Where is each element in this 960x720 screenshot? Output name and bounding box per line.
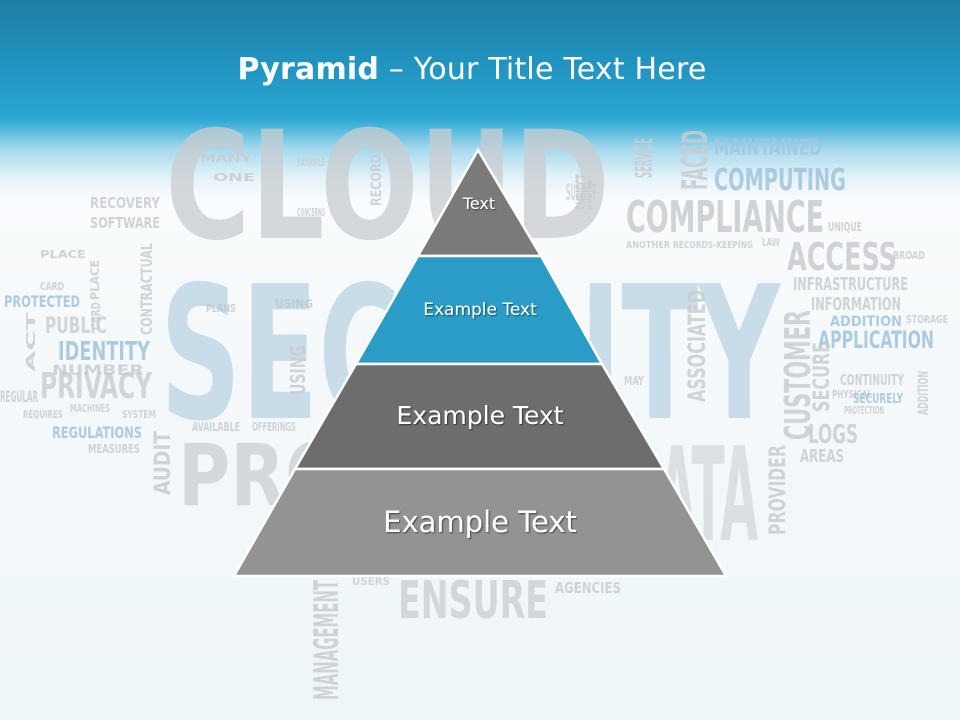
bg-word: SERVICE [630, 138, 658, 178]
bg-word: PRIVACY [40, 366, 152, 407]
bg-word: CARD [89, 302, 103, 330]
bg-word: PLACE [88, 260, 102, 300]
bg-word: AGENCIES [555, 579, 621, 597]
bg-word: REGULATIONS [52, 423, 142, 442]
pyramid-level-2-label: Example Text [423, 300, 537, 320]
bg-word: PHYSICAL [832, 388, 873, 401]
bg-word: AVAILABLE [192, 420, 240, 434]
bg-word: EXAMPLE [297, 156, 325, 169]
bg-word: LOGS [808, 420, 858, 450]
bg-word: OFFERINGS [252, 420, 296, 434]
bg-word: RECORDS [369, 146, 385, 206]
bg-word: UNIQUE [828, 220, 862, 234]
bg-word: REGULAR [0, 387, 38, 406]
bg-word: ADDITION [830, 314, 902, 330]
bg-word: MANAGEMENT [307, 580, 347, 700]
bg-word: APPLICATION [818, 326, 934, 354]
pyramid-level-3-label: Example Text [397, 401, 564, 430]
bg-word: MAY [624, 374, 644, 388]
bg-word: USING [275, 297, 313, 311]
bg-word: ANOTHER [626, 240, 670, 251]
bg-word: CONTRACTUAL [137, 243, 156, 335]
pyramid-level-4-label: Example Text [383, 505, 577, 539]
bg-word: PROTECTION [844, 404, 884, 417]
bg-word: RECOVERY [90, 194, 160, 212]
bg-word: PROVIDER [766, 445, 791, 535]
bg-word: RECORDS-KEEPING [673, 240, 753, 251]
bg-word: MAINTAINED [714, 136, 822, 161]
bg-word: ACCESS [787, 235, 897, 279]
bg-word: USERS [352, 575, 390, 588]
bg-word: PUBLIC [45, 314, 107, 339]
title-rest: – Your Title Text Here [379, 52, 707, 87]
bg-word: MACHINES [70, 402, 110, 415]
bg-word: ACT [24, 310, 38, 372]
bg-word: SECURE [810, 342, 835, 412]
bg-word: COMPUTING [714, 163, 846, 198]
bg-word: NUMBER [52, 363, 144, 379]
bg-word: INFRASTRUCTURE [793, 274, 908, 295]
bg-word: SYSTEM [122, 408, 156, 421]
bg-word: CONCERNS [297, 206, 325, 219]
bg-word: ENSURE [398, 571, 548, 631]
bg-word: SOFTWARE [90, 214, 160, 232]
bg-word: MEASURES [88, 442, 140, 456]
bg-word: IDENTITY [58, 337, 151, 367]
bg-word: USING [286, 345, 310, 395]
bg-word: CARD [40, 280, 64, 293]
bg-word: LAW [762, 236, 780, 249]
bg-word: SECURELY [853, 392, 903, 407]
title-bold: Pyramid [237, 52, 380, 87]
bg-word: COMPLIANCE [626, 192, 824, 243]
bg-word: MANY [200, 152, 253, 165]
bg-word: SUBJECT [566, 181, 596, 206]
bg-word: REQUIRES [23, 408, 63, 421]
bg-word: PROTECTED [4, 292, 80, 311]
bg-word: CONTINUITY [840, 371, 904, 389]
bg-word: FACED [675, 130, 716, 190]
bg-word: BROAD [893, 249, 925, 262]
slide-title: Pyramid – Your Title Text Here [0, 52, 944, 87]
bg-word: SUBJECT [573, 174, 598, 210]
bg-word: STORAGE [906, 313, 948, 326]
bg-word: PLANS [206, 302, 236, 315]
pyramid-level-4 [231, 467, 729, 578]
bg-word: CUSTOMER [778, 310, 819, 440]
bg-word: AUDIT [151, 431, 176, 495]
bg-word: INFORMATION [811, 294, 901, 315]
pyramid-level-1-label: Text [462, 194, 495, 213]
bg-word: ONE [213, 171, 255, 184]
bg-word: ASSOCIATED [683, 290, 711, 402]
bg-word: ADDITION [916, 371, 932, 415]
bg-word: PLACE [40, 248, 86, 261]
bg-word: AREAS [800, 446, 844, 467]
